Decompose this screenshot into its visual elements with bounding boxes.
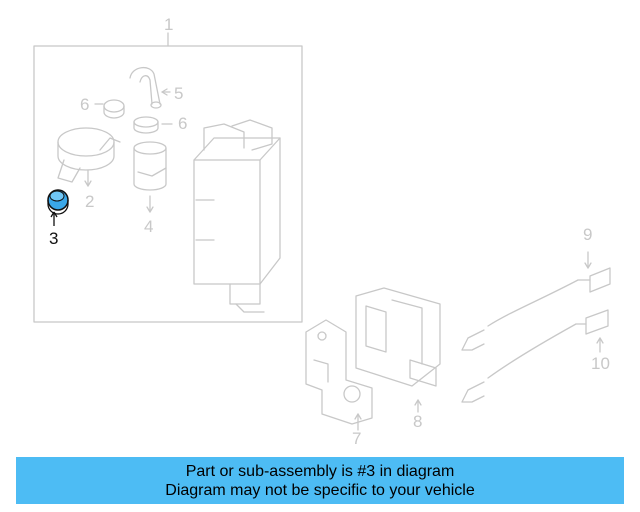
callout-1: 1 [164,15,174,34]
part-1-canister [193,119,281,313]
callout-4: 4 [144,217,154,236]
part-6-clamp-right [133,116,173,134]
info-banner: Part or sub-assembly is #3 in diagram Di… [16,457,624,504]
part-9-sensor [461,251,611,351]
part-4-filter [133,141,167,213]
part-7-bracket [305,319,373,431]
leader-3 [50,211,58,226]
part-10-sensor [461,309,609,403]
callout-6-left: 6 [80,95,90,114]
part-3-highlighted[interactable] [47,189,69,215]
part-8-bracket [355,287,441,413]
callout-9: 9 [583,225,593,244]
callout-5: 5 [174,84,184,103]
callout-3[interactable]: 3 [49,229,59,248]
part-6-clamp-left [94,99,125,119]
part-2-valve [57,127,121,187]
parts-diagram [33,32,611,431]
callout-2: 2 [85,192,95,211]
callout-6-right: 6 [178,114,188,133]
callout-10: 10 [591,354,610,373]
banner-line-1: Part or sub-assembly is #3 in diagram [185,462,455,480]
callout-8: 8 [413,412,423,431]
callout-7: 7 [352,429,362,448]
part-5-hose [129,67,171,109]
banner-line-2: Diagram may not be specific to your vehi… [165,481,475,499]
